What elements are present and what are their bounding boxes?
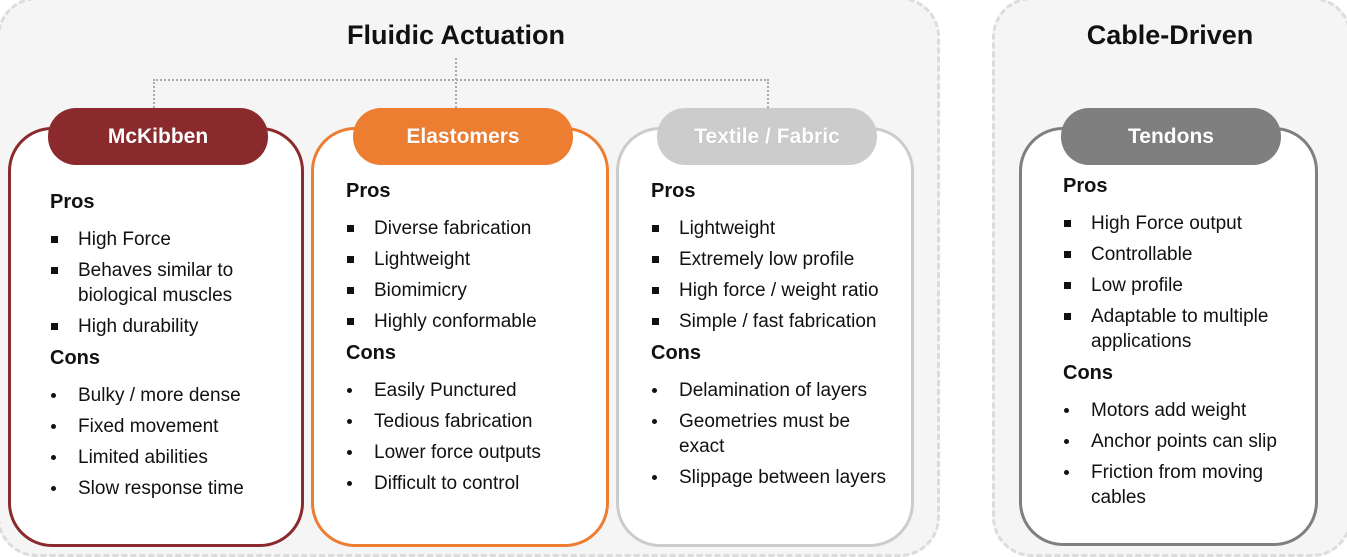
- square-bullet-icon: [1063, 304, 1091, 354]
- connector-horizontal: [153, 79, 769, 81]
- round-bullet-icon: [50, 476, 78, 501]
- con-item: Slow response time: [50, 476, 301, 501]
- pros-heading: Pros: [50, 191, 95, 213]
- con-item: Anchor points can slip: [1063, 429, 1315, 454]
- pros-heading: Pros: [651, 180, 696, 202]
- con-item: Fixed movement: [50, 414, 301, 439]
- square-bullet-icon: [651, 309, 679, 334]
- square-bullet-icon: [50, 258, 78, 308]
- pro-item: Adaptable to multiple applications: [1063, 304, 1315, 354]
- con-item: Slippage between layers: [651, 465, 911, 490]
- con-item: Bulky / more dense: [50, 383, 301, 408]
- round-bullet-icon: [1063, 460, 1091, 510]
- cons-heading: Cons: [50, 347, 100, 369]
- elastomers-title-pill: Elastomers: [353, 108, 573, 165]
- con-item: Friction from moving cables: [1063, 460, 1315, 510]
- round-bullet-icon: [651, 409, 679, 459]
- pro-item: Simple / fast fabrication: [651, 309, 911, 334]
- round-bullet-icon: [1063, 398, 1091, 423]
- square-bullet-icon: [346, 216, 374, 241]
- pro-item: High durability: [50, 314, 301, 339]
- square-bullet-icon: [346, 247, 374, 272]
- pro-item: Lightweight: [651, 216, 911, 241]
- con-item: Difficult to control: [346, 471, 606, 496]
- connector-left: [153, 79, 155, 108]
- square-bullet-icon: [1063, 242, 1091, 267]
- square-bullet-icon: [50, 227, 78, 252]
- square-bullet-icon: [651, 247, 679, 272]
- pro-item: Behaves similar to biological muscles: [50, 258, 301, 308]
- round-bullet-icon: [651, 378, 679, 403]
- square-bullet-icon: [1063, 273, 1091, 298]
- square-bullet-icon: [1063, 211, 1091, 236]
- mckibben-title-pill: McKibben: [48, 108, 268, 165]
- con-item: Limited abilities: [50, 445, 301, 470]
- square-bullet-icon: [651, 216, 679, 241]
- pros-heading: Pros: [346, 180, 391, 202]
- con-item: Easily Punctured: [346, 378, 606, 403]
- round-bullet-icon: [346, 378, 374, 403]
- round-bullet-icon: [50, 445, 78, 470]
- connector-right: [767, 79, 769, 108]
- tendons-title-pill: Tendons: [1061, 108, 1281, 165]
- round-bullet-icon: [651, 465, 679, 490]
- fluidic-actuation-title: Fluidic Actuation: [347, 20, 565, 50]
- con-item: Delamination of layers: [651, 378, 911, 403]
- pro-item: Extremely low profile: [651, 247, 911, 272]
- cons-heading: Cons: [651, 342, 701, 364]
- pro-item: Biomimicry: [346, 278, 606, 303]
- cons-heading: Cons: [1063, 362, 1113, 384]
- pros-heading: Pros: [1063, 175, 1108, 197]
- pro-item: High Force: [50, 227, 301, 252]
- round-bullet-icon: [1063, 429, 1091, 454]
- pro-item: Low profile: [1063, 273, 1315, 298]
- pro-item: High Force output: [1063, 211, 1315, 236]
- pro-item: High force / weight ratio: [651, 278, 911, 303]
- cable-driven-title: Cable-Driven: [1086, 20, 1254, 50]
- square-bullet-icon: [346, 309, 374, 334]
- round-bullet-icon: [50, 383, 78, 408]
- pro-item: Highly conformable: [346, 309, 606, 334]
- pro-item: Diverse fabrication: [346, 216, 606, 241]
- con-item: Tedious fabrication: [346, 409, 606, 434]
- square-bullet-icon: [50, 314, 78, 339]
- con-item: Geometries must be exact: [651, 409, 911, 459]
- cons-heading: Cons: [346, 342, 396, 364]
- pro-item: Controllable: [1063, 242, 1315, 267]
- round-bullet-icon: [346, 440, 374, 465]
- square-bullet-icon: [346, 278, 374, 303]
- round-bullet-icon: [50, 414, 78, 439]
- pro-item: Lightweight: [346, 247, 606, 272]
- con-item: Lower force outputs: [346, 440, 606, 465]
- textile-title-pill: Textile / Fabric: [657, 108, 877, 165]
- square-bullet-icon: [651, 278, 679, 303]
- round-bullet-icon: [346, 471, 374, 496]
- con-item: Motors add weight: [1063, 398, 1315, 423]
- connector-vertical: [455, 58, 457, 108]
- round-bullet-icon: [346, 409, 374, 434]
